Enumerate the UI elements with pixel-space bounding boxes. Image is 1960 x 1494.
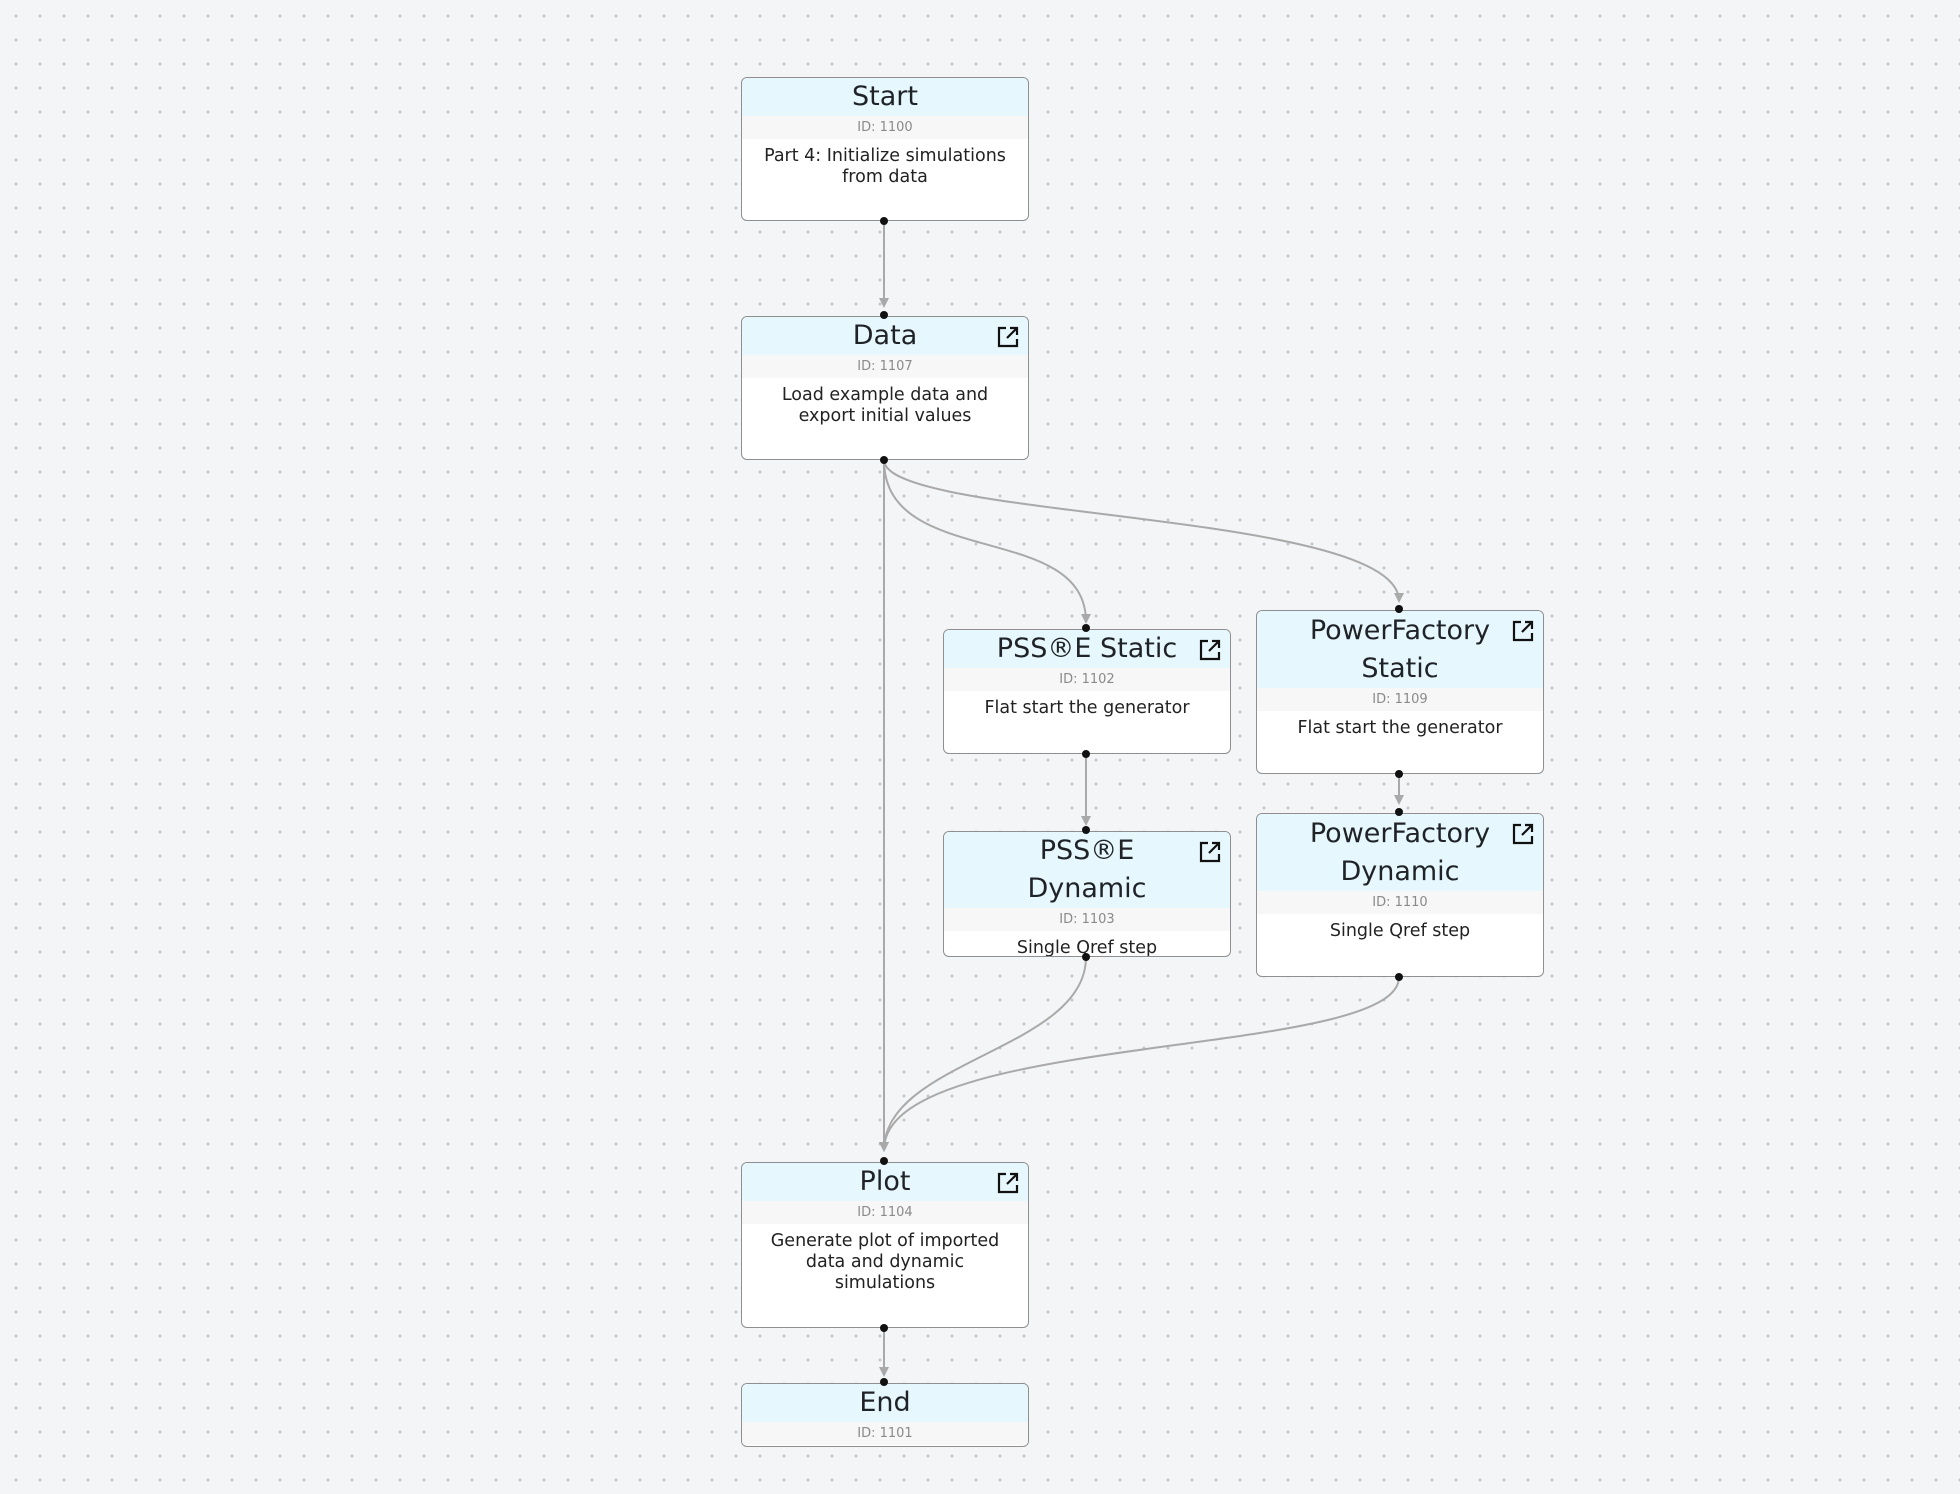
node-plot[interactable]: Plot ID: 1104 Generate plot of imported … [741, 1162, 1029, 1328]
node-id: ID: 1109 [1257, 688, 1543, 711]
node-id: ID: 1100 [742, 116, 1028, 139]
external-link-icon[interactable] [996, 325, 1020, 349]
target-handle[interactable] [1082, 624, 1090, 632]
node-title: PowerFactory Static [1257, 611, 1543, 688]
node-start[interactable]: Start ID: 1100 Part 4: Initialize simula… [741, 77, 1029, 221]
source-handle[interactable] [880, 1324, 888, 1332]
node-powerfactory-static[interactable]: PowerFactory Static ID: 1109 Flat start … [1256, 610, 1544, 774]
node-id: ID: 1110 [1257, 891, 1543, 914]
node-id: ID: 1107 [742, 355, 1028, 378]
node-title: Data [742, 317, 1028, 355]
source-handle[interactable] [1082, 953, 1090, 961]
node-title: Plot [742, 1163, 1028, 1201]
source-handle[interactable] [1082, 750, 1090, 758]
node-description: Part 4: Initialize simulations from data [764, 146, 1006, 187]
target-handle[interactable] [1395, 808, 1403, 816]
node-psse-dynamic[interactable]: PSS®E Dynamic ID: 1103 Single Qref step [943, 831, 1231, 957]
node-id: ID: 1102 [944, 668, 1230, 691]
node-description: Single Qref step [1329, 921, 1471, 941]
source-handle[interactable] [880, 456, 888, 464]
node-psse-static[interactable]: PSS®E Static ID: 1102 Flat start the gen… [943, 629, 1231, 754]
target-handle[interactable] [880, 311, 888, 319]
target-handle[interactable] [1082, 826, 1090, 834]
target-handle[interactable] [880, 1378, 888, 1386]
source-handle[interactable] [880, 217, 888, 225]
edge-pf-dynamic-to-plot[interactable] [879, 976, 1400, 1152]
external-link-icon[interactable] [1511, 822, 1535, 846]
node-title: PowerFactory Dynamic [1257, 814, 1543, 891]
node-description: Flat start the generator [1297, 718, 1503, 738]
source-handle[interactable] [1395, 973, 1403, 981]
node-powerfactory-dynamic[interactable]: PowerFactory Dynamic ID: 1110 Single Qre… [1256, 813, 1544, 977]
external-link-icon[interactable] [996, 1171, 1020, 1195]
node-description: Load example data and export initial val… [781, 385, 989, 426]
target-handle[interactable] [1395, 605, 1403, 613]
edge-psse-dynamic-to-plot[interactable] [879, 956, 1087, 1152]
external-link-icon[interactable] [1198, 638, 1222, 662]
node-title: PSS®E Static [944, 630, 1230, 668]
target-handle[interactable] [880, 1157, 888, 1165]
node-data[interactable]: Data ID: 1107 Load example data and expo… [741, 316, 1029, 460]
node-title: End [742, 1384, 1028, 1422]
node-title: Start [742, 78, 1028, 116]
node-id: ID: 1103 [944, 908, 1230, 931]
node-description: Single Qref step [1016, 938, 1158, 957]
edge-data-to-pf-static[interactable] [883, 459, 1404, 603]
source-handle[interactable] [1395, 770, 1403, 778]
node-id: ID: 1101 [742, 1422, 1028, 1445]
node-id: ID: 1104 [742, 1201, 1028, 1224]
node-end[interactable]: End ID: 1101 [741, 1383, 1029, 1447]
external-link-icon[interactable] [1198, 840, 1222, 864]
external-link-icon[interactable] [1511, 619, 1535, 643]
node-title: PSS®E Dynamic [944, 832, 1230, 908]
node-description: Generate plot of imported data and dynam… [770, 1231, 1000, 1293]
edge-data-to-psse-static[interactable] [883, 459, 1091, 624]
node-description: Flat start the generator [984, 698, 1190, 718]
